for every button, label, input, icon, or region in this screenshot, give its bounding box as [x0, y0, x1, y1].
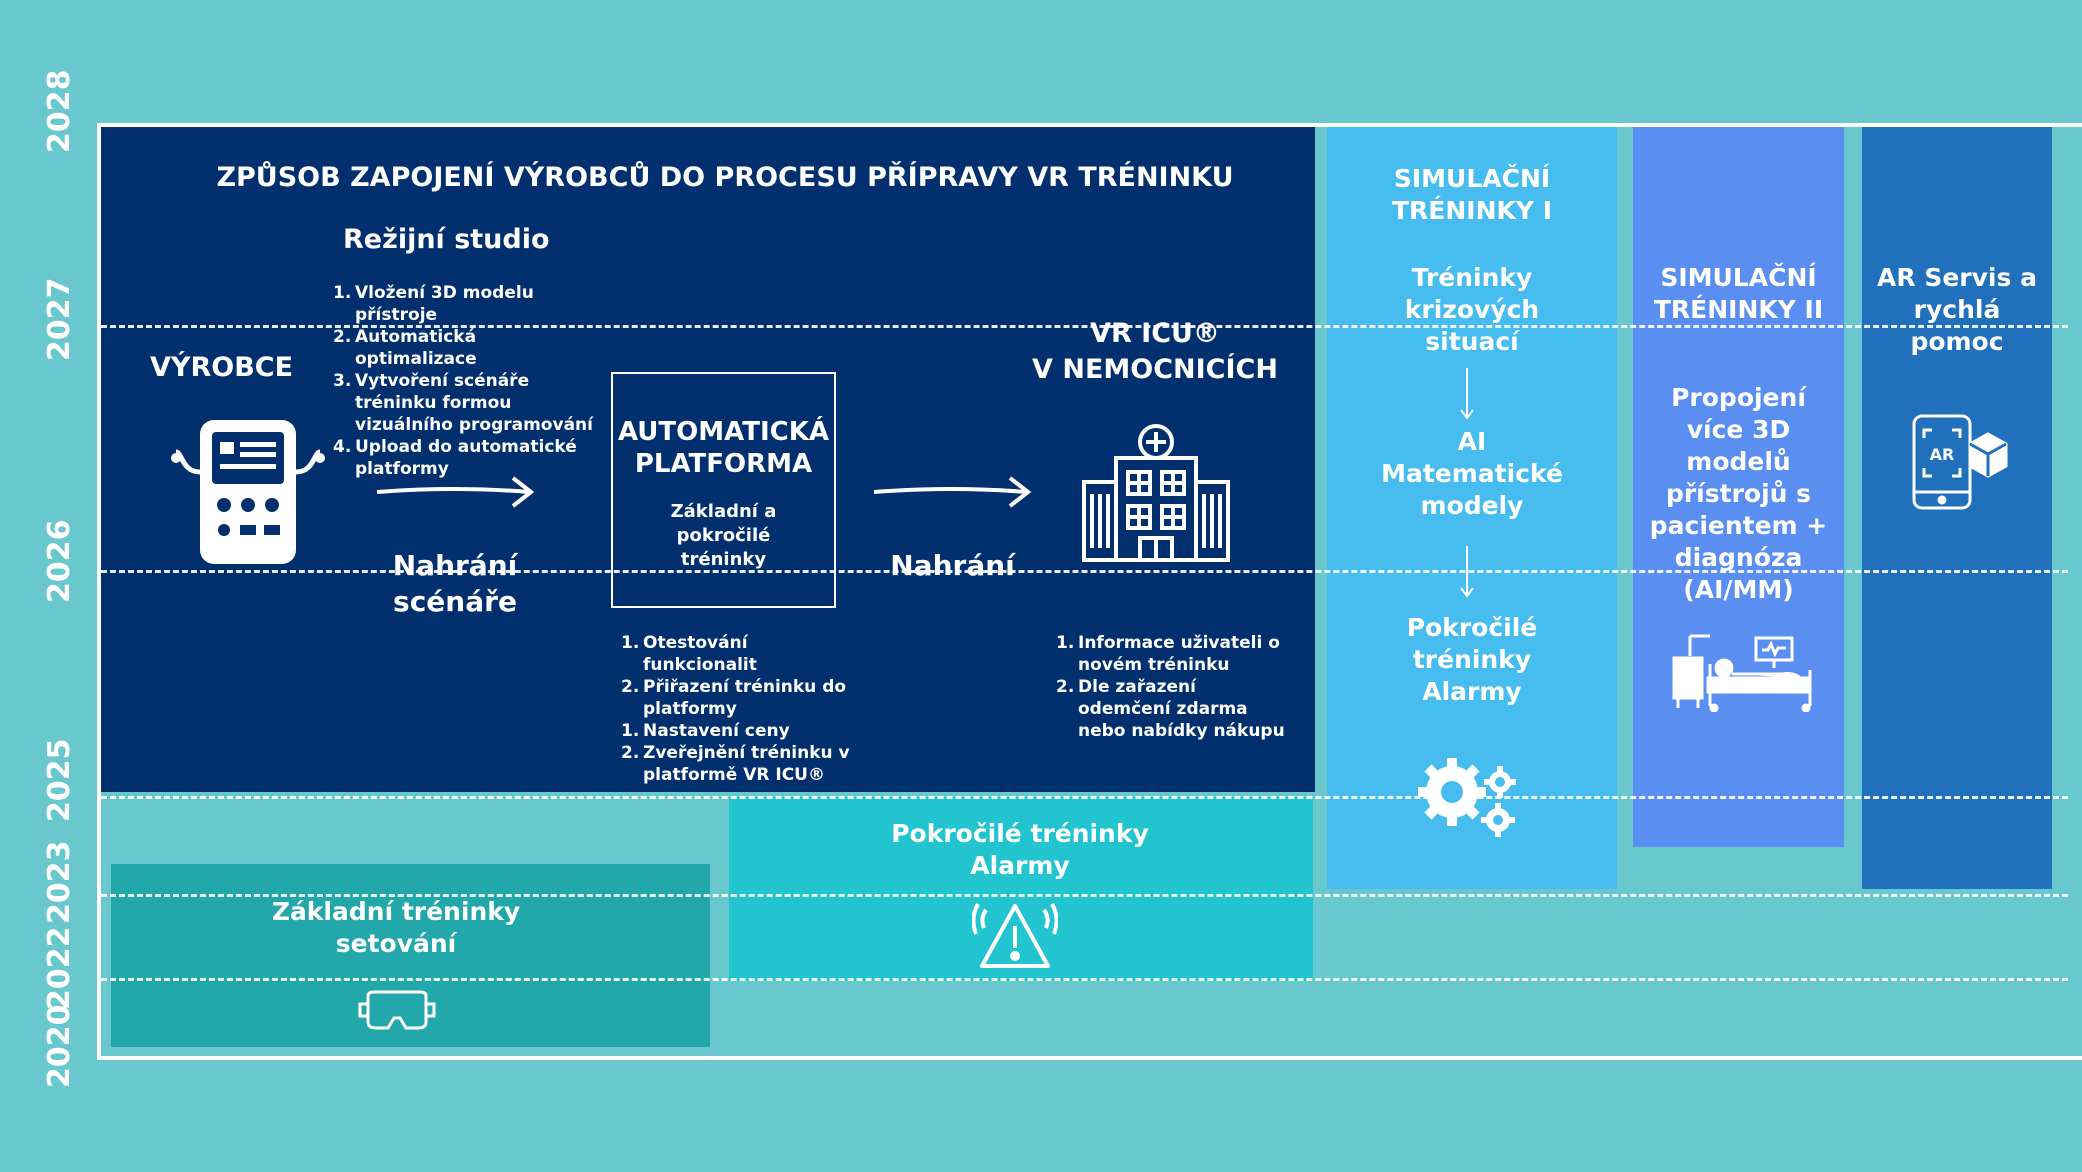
ar-phone-icon: AR: [1910, 414, 2010, 510]
main-title: ZPŮSOB ZAPOJENÍ VÝROBCŮ DO PROCESU PŘÍPR…: [216, 162, 1234, 193]
year-label-2025: 2025: [42, 738, 77, 823]
hospital-step-item: Dle zařazení odemčení zdarma nebo nabídk…: [1078, 677, 1285, 741]
platform-step-number: 1.: [621, 633, 640, 653]
vr-headset-icon: [358, 988, 436, 1032]
platform-step-item: Přiřazení tréninku do platformy: [643, 677, 847, 719]
sim2-description: Propojení více 3D modelů přístrojů s pac…: [1649, 383, 1828, 604]
timeline-axis-top: [97, 123, 2082, 127]
studio-step-item: Vytvoření scénáře tréninku formou vizuál…: [355, 371, 593, 435]
vyrobce-label: VÝROBCE: [150, 352, 294, 383]
platform-step-item: Otestování funkcionalit: [643, 633, 757, 675]
year-label-2027: 2027: [42, 277, 77, 362]
grid-line-2027: [101, 325, 2068, 328]
hospital-step-number: 2.: [1056, 677, 1075, 697]
upload-label: Nahrání: [890, 549, 1015, 582]
upload-scenario-line2: scénáře: [393, 585, 517, 618]
year-label-2023: 2023: [42, 840, 77, 925]
sim1-item-ai: AI Matematické modely: [1381, 427, 1563, 520]
platform-step-item: Zveřejnění tréninku v platformě VR ICU®: [643, 743, 850, 785]
upload-scenario-label: Nahrání scénáře: [370, 548, 540, 620]
vr-icu-title: VR ICU® V NEMOCNICÍCH: [1030, 316, 1280, 388]
studio-step-number: 1.: [333, 283, 352, 303]
grid-line-2023: [101, 894, 2068, 897]
sim1-column: [1327, 127, 1617, 889]
arrow-down-icon: [1457, 366, 1477, 422]
sim1-item-advanced: Pokročilé tréninky Alarmy: [1406, 613, 1538, 706]
alarm-warning-icon: [972, 900, 1058, 972]
hospital-step-number: 1.: [1056, 633, 1075, 653]
arrow-right-icon: [375, 472, 535, 512]
studio-step-number: 4.: [333, 437, 352, 457]
ventilator-icon: [168, 412, 328, 572]
year-label-2022: 2022: [42, 926, 77, 1011]
vr-icu-line2: V NEMOCNICÍCH: [1032, 354, 1278, 385]
year-label-2028: 2028: [42, 69, 77, 154]
studio-step-item: Vložení 3D modelu přístroje: [355, 283, 534, 325]
grid-line-2026: [101, 570, 2068, 573]
rezijni-studio-label: Režijní studio: [343, 224, 550, 255]
platform-box: AUTOMATICKÁ PLATFORMA Základní a pokroči…: [611, 372, 836, 608]
studio-steps-list: 1.Vložení 3D modelu přístroje 2.Automati…: [333, 282, 593, 480]
arrow-down-icon: [1457, 544, 1477, 600]
platform-title-line1: AUTOMATICKÁ: [617, 417, 829, 447]
main-process-panel: [101, 127, 1315, 792]
advanced-trainings-title: Pokročilé tréninky Alarmy: [891, 819, 1149, 880]
year-label-2020: 2020: [42, 1004, 77, 1089]
platform-step-item: Nastavení ceny: [643, 721, 790, 741]
studio-step-number: 3.: [333, 371, 352, 391]
vr-icu-line1: VR ICU®: [1090, 318, 1220, 349]
platform-step-number: 2.: [621, 677, 640, 697]
upload-scenario-line1: Nahrání: [392, 549, 518, 582]
platform-step-number: 2.: [621, 743, 640, 763]
platform-subtitle: Základní a pokročilé tréninky: [670, 501, 777, 570]
platform-steps-list: 1.Otestování funkcionalit 2.Přiřazení tr…: [621, 632, 861, 786]
sim2-column: [1633, 127, 1844, 847]
grid-line-2025: [101, 796, 2068, 799]
timeline-axis-bottom: [97, 1056, 2082, 1060]
arrow-right-icon: [872, 472, 1032, 512]
basic-trainings-title: Základní tréninky setování: [271, 897, 521, 958]
hospital-bed-icon: [1670, 634, 1816, 712]
advanced-trainings-bar: [729, 797, 1313, 981]
hospital-steps-list: 1.Informace uživateli o novém tréninku 2…: [1056, 632, 1286, 742]
platform-step-number: 1.: [621, 721, 640, 741]
timeline-axis-vertical: [97, 123, 101, 1060]
ar-icon-text: AR: [1930, 445, 1955, 464]
ar-title: AR Servis a rychlá pomoc: [1877, 263, 2037, 356]
sim1-item-crisis: Tréninky krizových situací: [1404, 263, 1540, 356]
sim2-title: SIMULAČNÍ TRÉNINKY II: [1653, 263, 1824, 324]
studio-step-item: Upload do automatické platformy: [355, 437, 577, 479]
studio-step-number: 2.: [333, 327, 352, 347]
studio-step-item: Automatická optimalizace: [355, 327, 477, 369]
platform-title-line2: PLATFORMA: [634, 449, 813, 479]
sim1-title: SIMULAČNÍ TRÉNINKY I: [1391, 164, 1552, 225]
gears-icon: [1416, 754, 1520, 840]
year-label-2026: 2026: [42, 519, 77, 604]
grid-line-2022: [101, 978, 2068, 981]
hospital-step-item: Informace uživateli o novém tréninku: [1078, 633, 1280, 675]
hospital-icon: [1076, 422, 1236, 564]
